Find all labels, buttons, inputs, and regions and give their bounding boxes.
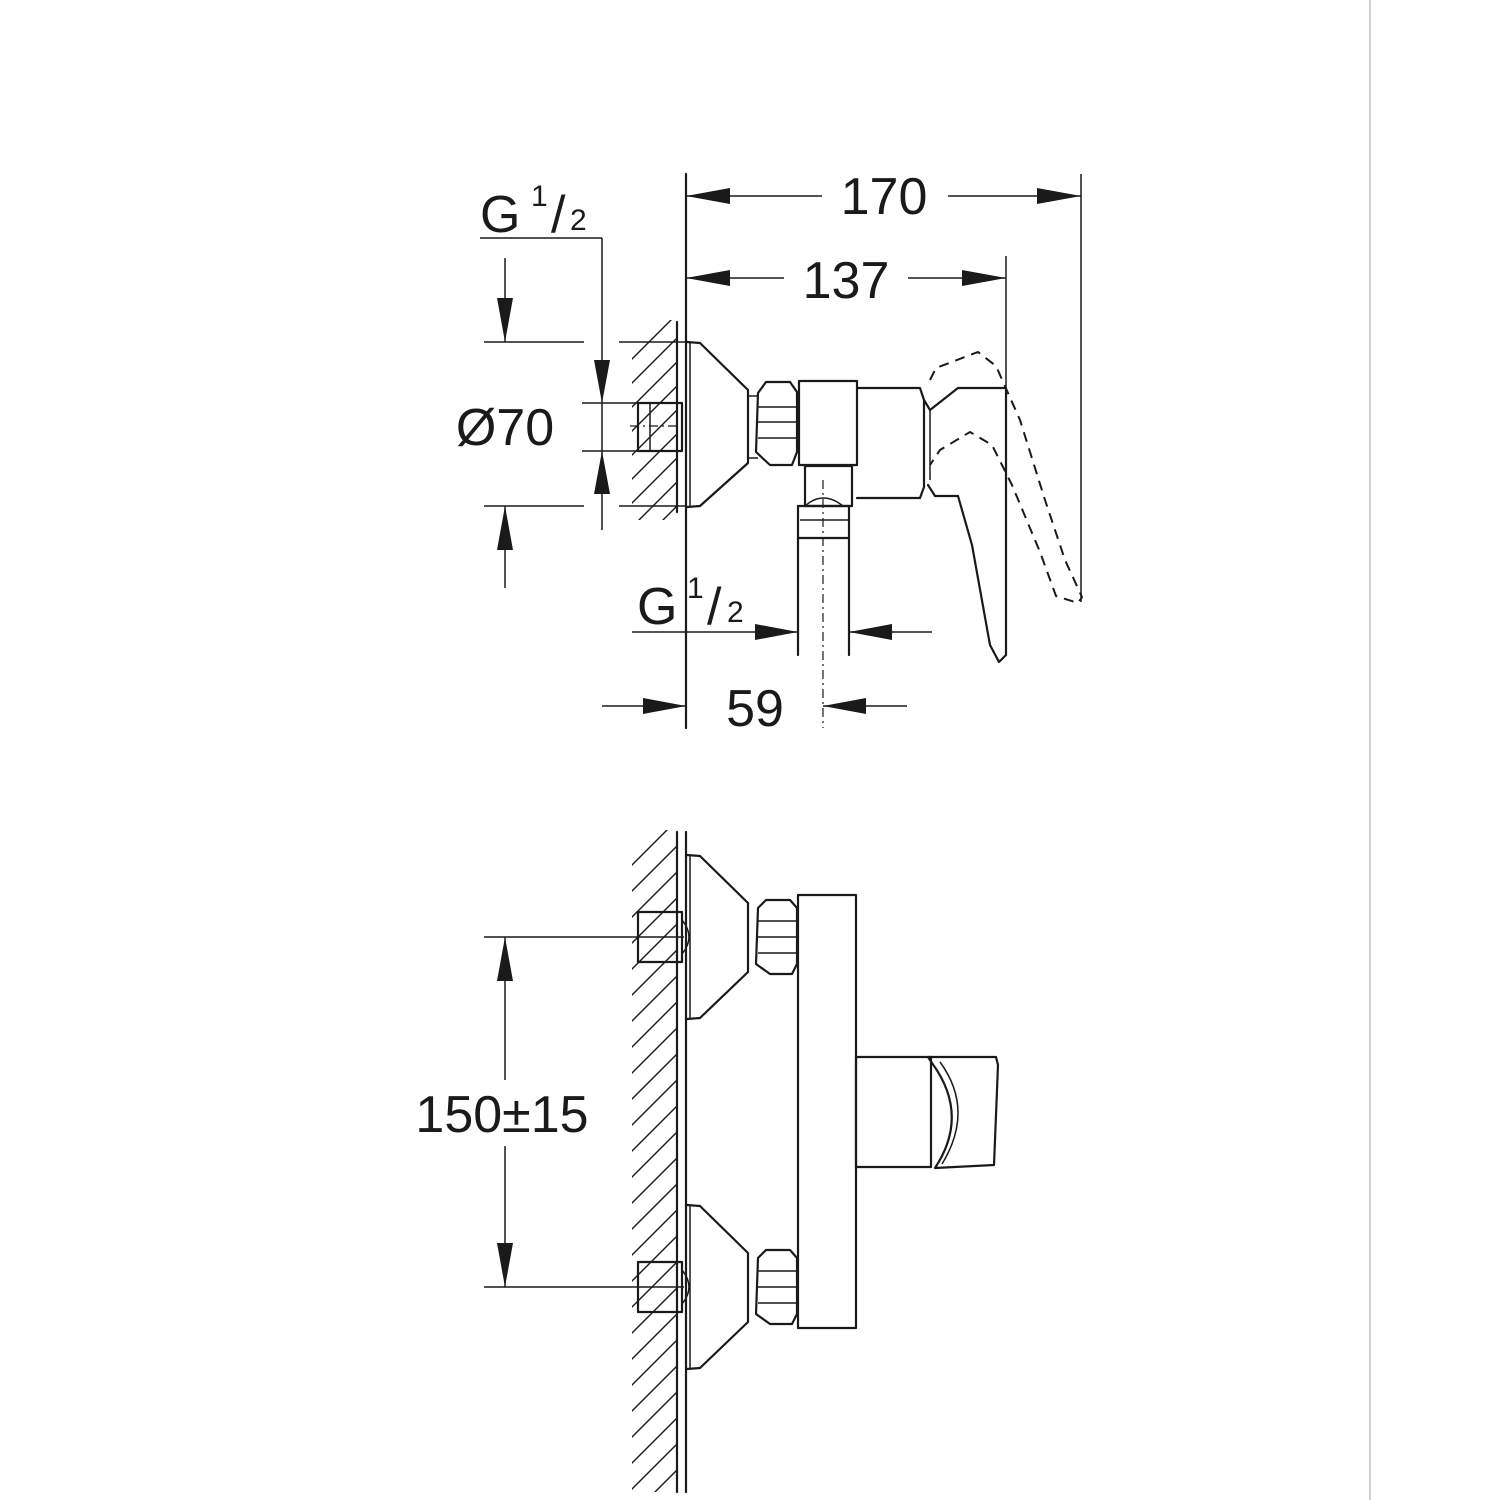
mixer-body-side bbox=[797, 379, 926, 508]
dim-59: 59 bbox=[602, 680, 907, 738]
wall-side bbox=[632, 172, 688, 730]
dim-170-label: 170 bbox=[841, 168, 928, 226]
dim-59-label: 59 bbox=[726, 680, 784, 738]
inlet-thread-letter: G bbox=[480, 186, 520, 244]
dim-150: 150±15 bbox=[415, 936, 684, 1288]
outlet-thread-numerator: 1 bbox=[687, 572, 704, 605]
dim-diameter-70: Ø70 bbox=[456, 258, 686, 588]
outlet-thread-denominator: 2 bbox=[727, 596, 744, 629]
outlet-thread-letter: G bbox=[637, 578, 677, 636]
wall-hatch-bottom bbox=[632, 830, 676, 1492]
dim-137: 137 bbox=[686, 252, 1007, 390]
inlet-thread-slash: / bbox=[551, 186, 566, 244]
inlet-thread-denominator: 2 bbox=[570, 204, 587, 237]
mixer-body-front bbox=[796, 893, 858, 1330]
outlet-thread-callout: G 1 / 2 bbox=[632, 572, 932, 640]
lever-front bbox=[854, 1055, 1000, 1170]
dim-150-label: 150±15 bbox=[415, 1086, 588, 1144]
dim-137-label: 137 bbox=[803, 252, 890, 310]
hex-nut-side bbox=[748, 380, 799, 467]
inlet-thread-callout: G 1 / 2 bbox=[480, 180, 610, 530]
side-view: 170 137 G 1 / 2 bbox=[456, 168, 1084, 738]
dim-diameter-70-label: Ø70 bbox=[456, 399, 554, 457]
wall-front bbox=[632, 830, 688, 1494]
outlet-side bbox=[796, 480, 851, 728]
lever-open-dashed bbox=[929, 350, 1084, 605]
inlet-thread-numerator: 1 bbox=[531, 180, 548, 213]
rosette-side bbox=[685, 340, 750, 509]
wall-hatch-top bbox=[632, 320, 676, 520]
outlet-thread-slash: / bbox=[707, 578, 722, 636]
front-view: 150±15 bbox=[415, 830, 1000, 1494]
dim-170: 170 bbox=[686, 168, 1082, 602]
inlet-stub-side bbox=[636, 401, 684, 453]
lever-side bbox=[922, 386, 1008, 664]
